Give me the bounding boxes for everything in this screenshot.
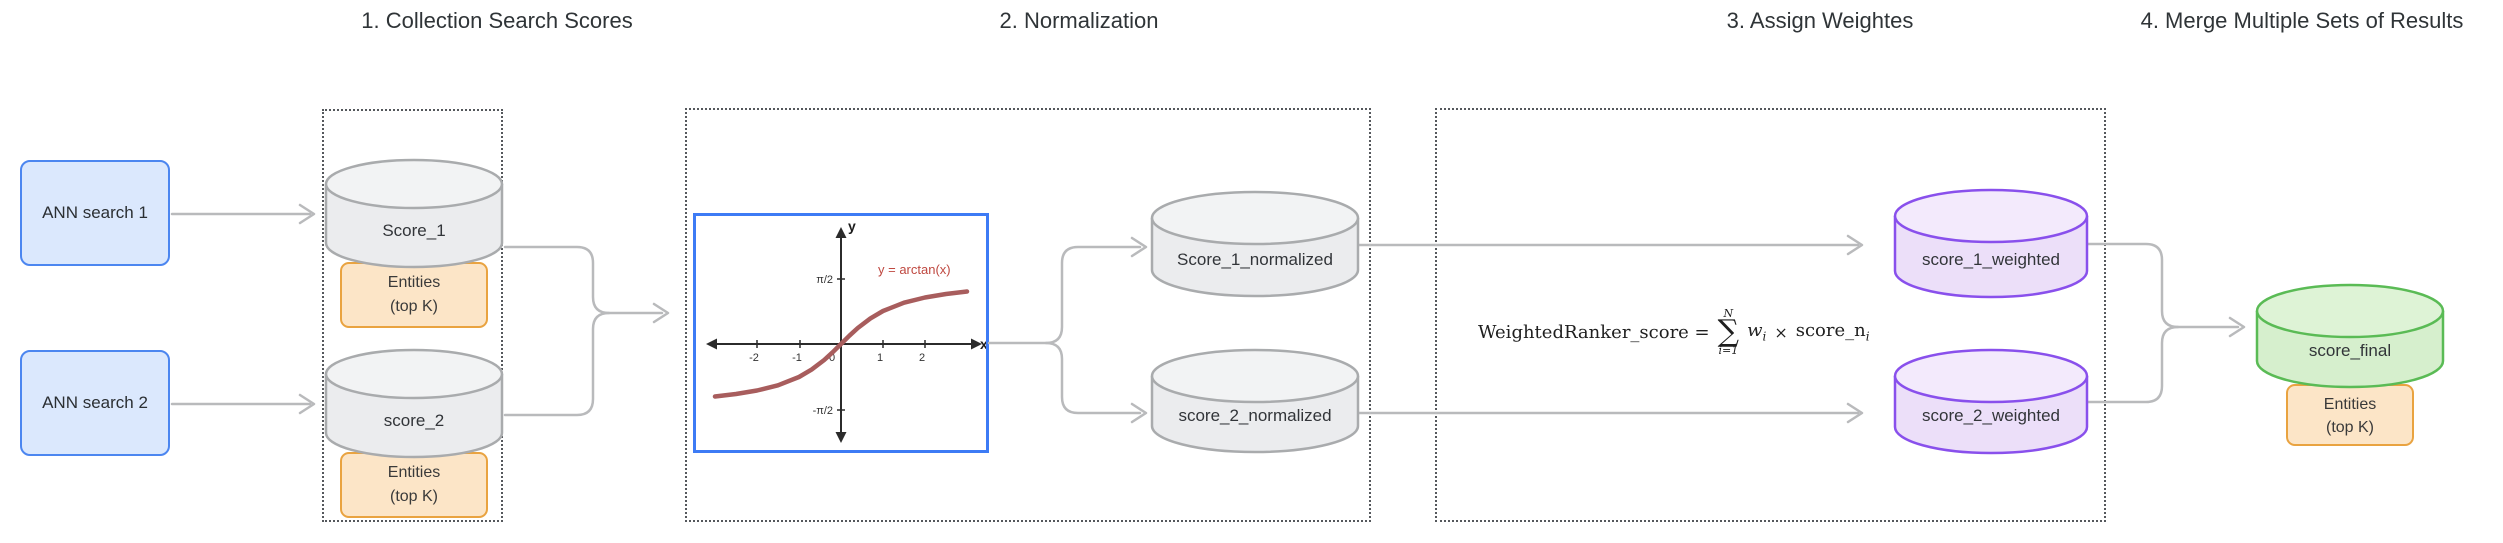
entities-topk-badge-score1: Entities (top K)	[340, 262, 488, 328]
weighted-ranker-formula: WeightedRanker_score = N ∑ i=1 wi × scor…	[1478, 299, 1870, 365]
summation-symbol: N ∑ i=1	[1718, 308, 1739, 356]
entities-label: Entities	[2323, 396, 2377, 413]
stage-1-dotted-box	[322, 109, 503, 522]
y-tick-label-neg-pi2: -π/2	[813, 405, 833, 417]
x-axis-right-arrowhead	[971, 338, 982, 350]
sum-upper-limit: N	[1723, 307, 1734, 320]
entities-topk-badge-final: Entities (top K)	[2286, 384, 2414, 446]
score1-label: Score_1	[382, 221, 446, 240]
entities-topk-badge-score2: Entities (top K)	[340, 452, 488, 518]
times-operator: ×	[1774, 322, 1788, 342]
connector-scores-merge-to-graph	[503, 245, 670, 417]
score1-weighted-label: score_1_weighted	[1922, 250, 2060, 269]
score1-normalized-label: Score_1_normalized	[1177, 250, 1333, 269]
ann-search-2-label: ANN search 2	[42, 393, 148, 412]
topk-label: (top K)	[389, 488, 438, 505]
score2-label: score_2	[383, 411, 445, 430]
x-axis-letter: x	[980, 336, 986, 352]
x-tick-label-2: 2	[919, 352, 925, 364]
step-title-collection-search-scores: 1. Collection Search Scores	[361, 8, 633, 33]
ann-search-1-box: ANN search 1	[20, 160, 170, 266]
entities-label: Entities	[387, 464, 441, 481]
stage-2-dotted-box	[685, 108, 1371, 522]
topk-label: (top K)	[389, 298, 438, 315]
y-axis-top-arrowhead	[835, 227, 847, 238]
sum-lower-limit: i=1	[1718, 344, 1739, 357]
x-axis-left-arrowhead	[706, 338, 717, 350]
entities-label: Entities	[387, 274, 441, 291]
score-final-cylinder	[2255, 283, 2445, 389]
y-axis-bottom-arrowhead	[835, 432, 847, 443]
weight-term: wi	[1747, 320, 1767, 344]
step-title-merge-results: 4. Merge Multiple Sets of Results	[2140, 8, 2464, 33]
score-final-label: score_final	[2308, 341, 2392, 360]
connector-weighted-merge-to-final	[2086, 242, 2246, 404]
ann-search-1-label: ANN search 1	[42, 203, 148, 222]
formula-lhs: WeightedRanker_score =	[1478, 321, 1710, 343]
ann-search-2-box: ANN search 2	[20, 350, 170, 456]
y-tick-label-pi2: π/2	[816, 274, 833, 286]
sigma-glyph: ∑	[1717, 314, 1740, 349]
origin-label: 0	[829, 352, 835, 364]
x-tick-label--2: -2	[749, 352, 759, 364]
arctan-plot: -2 -1 1 2 0 π/2 -π/2 y x y = arctan(x)	[706, 218, 986, 443]
x-tick-label--1: -1	[792, 352, 802, 364]
score2-normalized-label: score_2_normalized	[1178, 406, 1332, 425]
x-tick-label-1: 1	[877, 352, 883, 364]
arctan-curve	[712, 289, 970, 399]
arctan-normalization-graph: -2 -1 1 2 0 π/2 -π/2 y x y = arctan(x)	[693, 213, 989, 453]
curve-equation-label: y = arctan(x)	[878, 262, 951, 277]
y-axis-letter: y	[848, 218, 856, 234]
score-term: score_ni	[1795, 320, 1870, 344]
connector-ann1-to-score1	[170, 203, 316, 225]
step-title-assign-weightes: 3. Assign Weightes	[1726, 8, 1914, 33]
connector-ann2-to-score2	[170, 393, 316, 415]
score2-weighted-label: score_2_weighted	[1922, 406, 2060, 425]
step-title-normalization: 2. Normalization	[999, 8, 1159, 33]
topk-label: (top K)	[2325, 419, 2374, 436]
